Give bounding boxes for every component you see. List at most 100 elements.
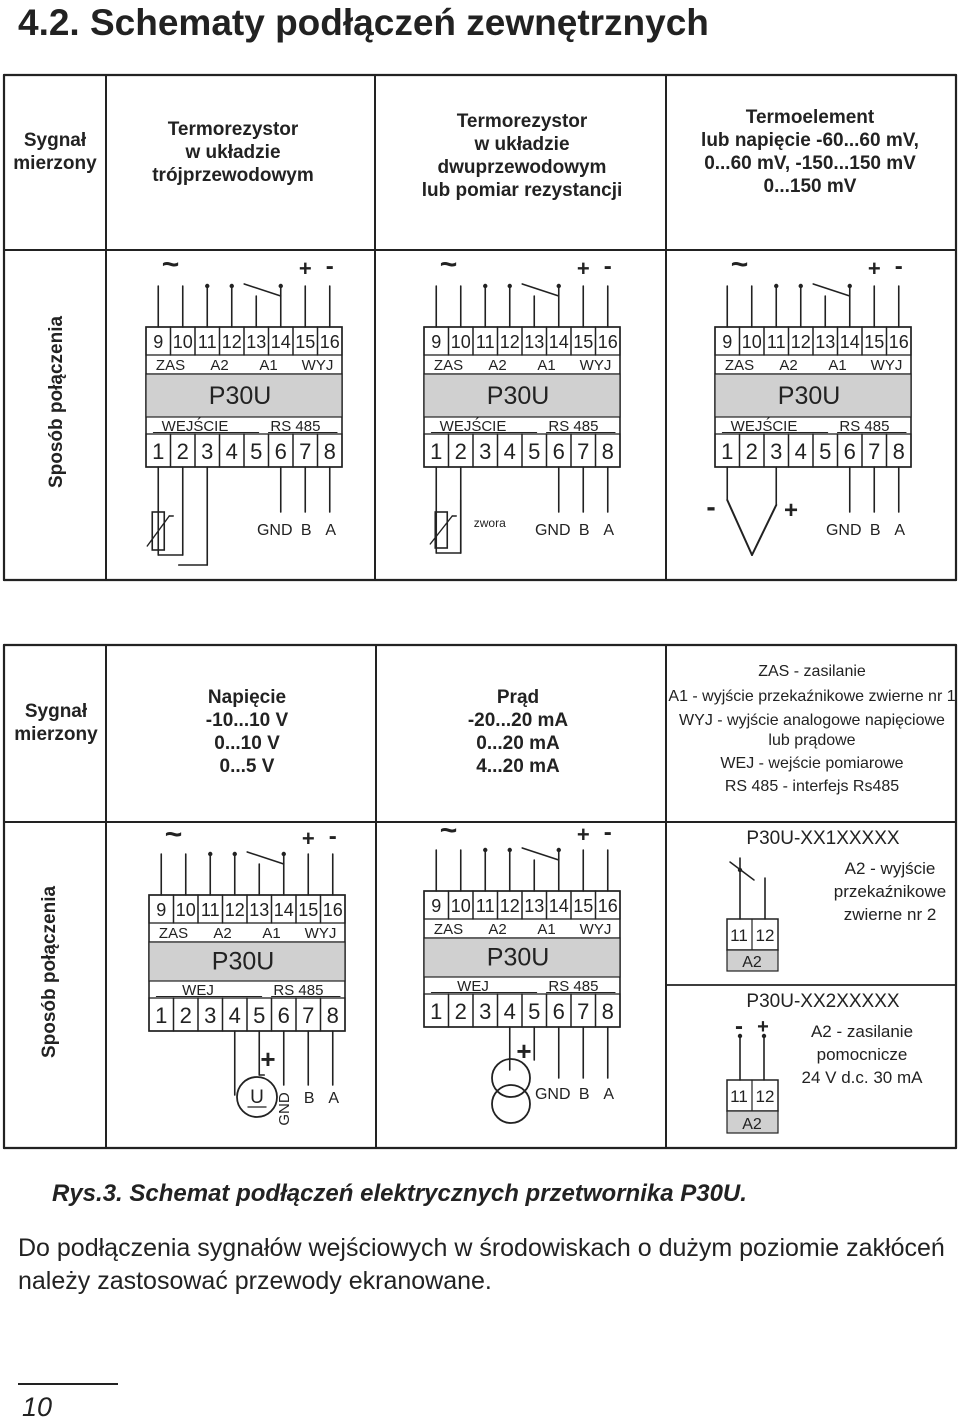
module-terminal: 11 xyxy=(730,926,748,945)
current-source-circle xyxy=(491,1084,531,1124)
wire-dot xyxy=(774,283,779,289)
row-header-rotated: Sposób połączenia xyxy=(39,886,60,1059)
terminal-number: 12 xyxy=(225,900,245,920)
output-minus: - xyxy=(895,253,903,280)
row-header: mierzony xyxy=(13,153,97,174)
terminal-number: 12 xyxy=(222,332,242,352)
terminal-number: 5 xyxy=(528,439,540,464)
output-plus: + xyxy=(868,256,881,281)
terminal-number: 14 xyxy=(549,332,569,352)
terminal-number: 6 xyxy=(278,1003,290,1028)
gnd-label: GND xyxy=(826,522,862,539)
legend-line: RS 485 - interfejs Rs485 xyxy=(725,778,899,795)
terminal-number: 1 xyxy=(721,439,733,464)
group-label: ZAS xyxy=(159,925,188,942)
a-label: A xyxy=(603,522,614,539)
group-label: A2 xyxy=(779,357,797,374)
option-desc: pomocnicze xyxy=(817,1045,908,1064)
legend-line: lub prądowe xyxy=(768,732,855,749)
terminal-number: 8 xyxy=(893,439,905,464)
page-number: 10 xyxy=(22,1392,53,1422)
terminal-number: 11 xyxy=(767,332,786,352)
terminal-number: 10 xyxy=(176,900,196,920)
resistor-diag xyxy=(146,515,170,547)
terminal-number: 14 xyxy=(840,332,860,352)
column-header: w układzie xyxy=(473,134,569,155)
output-plus: + xyxy=(577,822,590,847)
terminal-number: 4 xyxy=(795,439,807,464)
relay-contact xyxy=(812,283,851,297)
terminal-number: 12 xyxy=(791,332,811,352)
terminal-number: 6 xyxy=(553,439,565,464)
model-name: P30U xyxy=(487,382,550,410)
terminal-number: 11 xyxy=(476,896,495,916)
model-name: P30U xyxy=(778,382,841,410)
section-heading: 4.2. Schematy podłączeń zewnętrznych xyxy=(18,2,709,43)
terminal-number: 7 xyxy=(577,439,589,464)
input-label: WEJŚCIE xyxy=(440,417,507,435)
group-label: A1 xyxy=(537,357,555,374)
source-plus: + xyxy=(260,1044,275,1074)
group-label: A2 xyxy=(488,921,506,938)
supply-tilde: ~ xyxy=(440,814,458,847)
input-label: WEJŚCIE xyxy=(162,417,229,435)
wire-dot xyxy=(483,847,488,853)
module-terminal: 12 xyxy=(756,1087,775,1106)
option-desc: A2 - zasilanie xyxy=(811,1022,913,1041)
group-label: A1 xyxy=(259,357,277,374)
terminal-number: 8 xyxy=(602,439,614,464)
option-title: P30U-XX1XXXXX xyxy=(746,828,899,849)
column-header: Termorezystor xyxy=(168,119,299,140)
terminal-number: 4 xyxy=(229,1003,241,1028)
column-header: 0...10 V xyxy=(214,733,280,754)
wire-dot xyxy=(205,283,210,289)
input-label: WEJŚCIE xyxy=(731,417,798,435)
terminal-number: 9 xyxy=(156,900,166,920)
terminal-number: 15 xyxy=(295,332,315,352)
terminal-number: 7 xyxy=(577,999,589,1024)
terminal-number: 13 xyxy=(246,332,266,352)
terminal-number: 7 xyxy=(302,1003,314,1028)
gnd-label: GND xyxy=(535,1086,571,1103)
group-label: ZAS xyxy=(434,357,463,374)
wire-dot xyxy=(507,847,512,853)
terminal-number: 11 xyxy=(201,900,220,920)
module-label: A2 xyxy=(742,954,762,971)
terminal-number: 8 xyxy=(324,439,336,464)
column-header: 0...5 V xyxy=(220,756,275,777)
column-header: 0...20 mA xyxy=(476,733,560,754)
terminal-number: 13 xyxy=(524,896,544,916)
wire-dot xyxy=(208,851,213,857)
rs485-label: RS 485 xyxy=(548,418,598,435)
module-label: A2 xyxy=(742,1116,762,1133)
terminal-number: 16 xyxy=(889,332,909,352)
terminal-number: 15 xyxy=(573,896,593,916)
option-desc: przekaźnikowe xyxy=(834,882,946,901)
wire-dot xyxy=(232,851,237,857)
terminal-number: 15 xyxy=(864,332,884,352)
column-header: 4...20 mA xyxy=(476,756,560,777)
wire-dot xyxy=(556,847,561,853)
terminal-number: 3 xyxy=(201,439,213,464)
column-header: lub napięcie -60...60 mV, xyxy=(701,130,919,151)
module-band xyxy=(726,1110,779,1134)
source-u-label: U xyxy=(250,1087,264,1108)
terminal-number: 12 xyxy=(500,896,520,916)
column-header: 0...60 mV, -150...150 mV xyxy=(704,153,916,174)
terminal-number: 2 xyxy=(455,439,467,464)
terminal-number: 4 xyxy=(504,439,516,464)
terminal-number: 14 xyxy=(549,896,569,916)
wire-dot xyxy=(229,283,234,289)
gnd-label: GND xyxy=(535,522,571,539)
terminal-number: 7 xyxy=(868,439,880,464)
group-label: A1 xyxy=(262,925,280,942)
wire-dot xyxy=(737,1033,743,1039)
legend-line: WYJ - wyjście analogowe napięciowe xyxy=(679,712,945,729)
group-label: A2 xyxy=(488,357,506,374)
model-band xyxy=(714,373,912,418)
column-header: 0...150 mV xyxy=(764,176,857,197)
column-header: Napięcie xyxy=(208,687,286,708)
